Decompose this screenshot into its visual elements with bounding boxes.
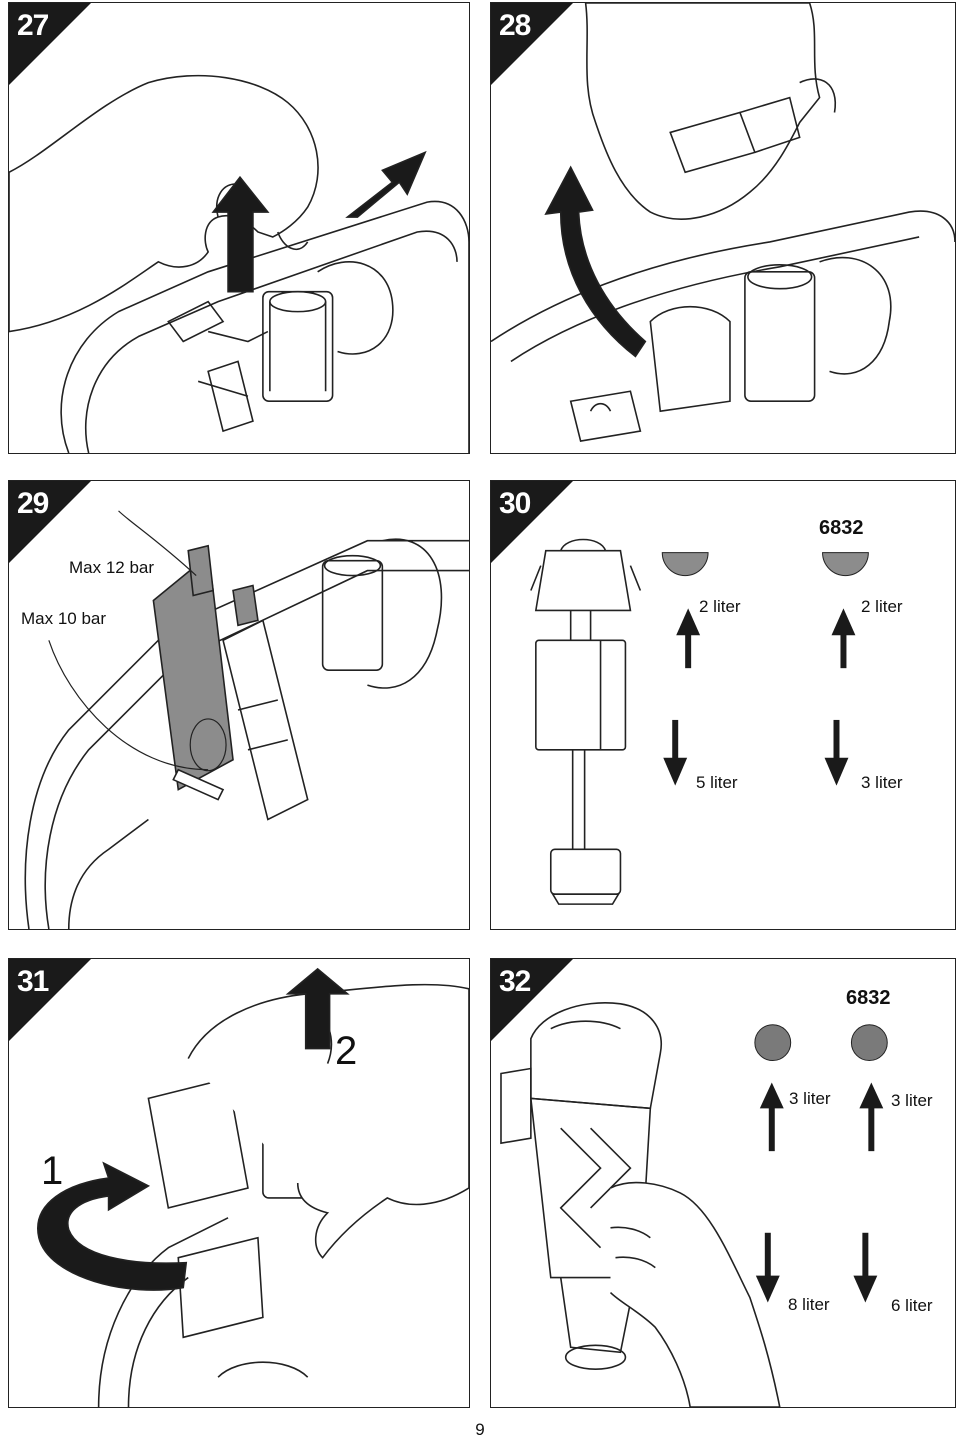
label-max-10-bar: Max 10 bar — [21, 609, 107, 628]
illustration-adjust-float — [500, 1002, 888, 1407]
callout-2: 2 — [335, 1029, 358, 1073]
step-badge-31: 31 — [9, 959, 91, 1041]
step-badge-28: 28 — [491, 3, 573, 85]
label-right-up: 3 liter — [891, 1091, 933, 1110]
panel-31: 1 2 31 — [8, 958, 470, 1408]
label-left-up: 2 liter — [699, 597, 741, 616]
indicator-left-half — [661, 552, 709, 576]
illustration-pressure-setting — [24, 510, 469, 929]
model-number: 6832 — [819, 517, 864, 539]
label-left-down: 8 liter — [788, 1295, 830, 1314]
indicator-right-full — [850, 1024, 888, 1062]
panel-29: Max 12 bar Max 10 bar 29 — [8, 480, 470, 930]
illustration-release-clip — [37, 967, 469, 1407]
label-left-down: 5 liter — [696, 773, 738, 792]
indicator-right-half — [822, 552, 869, 576]
panel-28: 28 — [490, 2, 956, 454]
model-number: 6832 — [846, 987, 891, 1009]
label-left-up: 3 liter — [789, 1089, 831, 1108]
step-badge-32: 32 — [491, 959, 573, 1041]
step-badge-30: 30 — [491, 481, 573, 563]
panel-27: 27 — [8, 2, 470, 454]
indicator-left-full — [754, 1024, 792, 1062]
label-max-12-bar: Max 12 bar — [69, 558, 155, 577]
label-right-down: 6 liter — [891, 1296, 933, 1315]
illustration-valve-column — [530, 538, 869, 905]
illustration-lift-valve — [9, 74, 469, 453]
callout-1: 1 — [41, 1149, 64, 1193]
label-right-down: 3 liter — [861, 773, 903, 792]
panel-30: 6832 2 liter 2 liter 5 liter 3 liter 30 — [490, 480, 956, 930]
illustration-remove-valve — [491, 3, 955, 442]
page-number: 9 — [475, 1420, 485, 1439]
panel-32: 6832 3 liter 3 liter 8 liter 6 liter 32 — [490, 958, 956, 1408]
step-badge-27: 27 — [9, 3, 91, 85]
step-badge-29: 29 — [9, 481, 91, 563]
label-right-up: 2 liter — [861, 597, 903, 616]
